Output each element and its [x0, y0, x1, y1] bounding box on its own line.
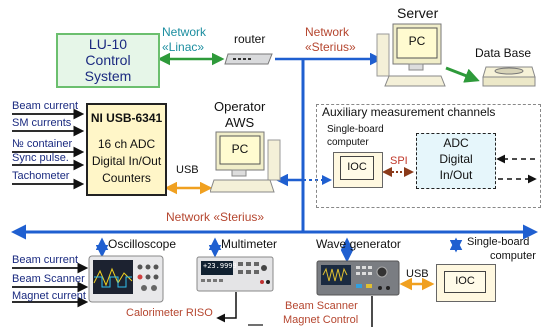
lu10-line2: Control	[85, 52, 131, 68]
ni-line3: Counters	[102, 171, 151, 185]
multimeter-title: Multimeter	[221, 237, 278, 251]
calorimeter-label: Calorimeter RISO	[126, 307, 213, 319]
oscilloscope-icon	[88, 255, 164, 303]
operator-line1: Operator	[214, 99, 266, 114]
network-sterius-top-2: «Sterius»	[305, 40, 356, 54]
aux-sbc-line2: computer	[327, 137, 369, 148]
ni-input-4: Sync pulse.	[12, 152, 69, 164]
osc-input-1: Beam current	[12, 254, 79, 266]
sbc-bottom-ioc-inner	[444, 271, 486, 293]
aux-ioc-label: IOC	[347, 161, 367, 173]
multimeter-display: +23.9999	[203, 262, 237, 270]
ni-line1: 16 ch ADC	[97, 137, 156, 151]
aux-adc-line2: Digital	[439, 152, 473, 166]
database-label: Data Base	[475, 46, 532, 60]
router-label: router	[234, 32, 266, 46]
server-computer-icon	[375, 22, 447, 88]
sbc-bottom-line1: Single-board	[467, 236, 530, 248]
network-linac-label-1: Network	[162, 25, 207, 39]
network-linac-label-2: «Linac»	[162, 40, 205, 54]
ni-input-1: Beam current	[12, 100, 79, 112]
lu10-line3: System	[84, 68, 132, 84]
router-icon	[224, 52, 274, 67]
ni-title: NI USB-6341	[90, 111, 163, 125]
oscilloscope-title: Oscilloscope	[108, 237, 177, 251]
server-title: Server	[397, 5, 439, 21]
ni-line2: Digital In/Out	[91, 154, 162, 168]
beam-scanner-control-2: Magnet Control	[283, 314, 359, 326]
sbc-bottom-ioc-label: IOC	[455, 275, 475, 287]
aux-ioc-inner	[340, 156, 374, 180]
operator-computer-icon	[209, 130, 282, 196]
ni-input-5: Tachometer	[12, 170, 70, 182]
operator-pc-label: PC	[231, 142, 249, 156]
wave-generator-title: Wave generator	[316, 237, 401, 251]
lu10-control-system-box	[56, 33, 160, 88]
osc-input-3: Magnet current	[12, 290, 86, 302]
ni-usb-6341-box	[86, 103, 167, 196]
network-sterius-bottom: Network «Sterius»	[166, 210, 265, 224]
aux-adc-box	[416, 133, 496, 189]
network-sterius-top-1: Network	[305, 25, 350, 39]
server-db-link	[445, 66, 480, 83]
osc-input-2: Beam Scanner	[12, 273, 85, 285]
ni-input-3: № container	[12, 138, 73, 150]
aux-sbc-line1: Single-board	[327, 124, 384, 135]
aux-adc-line1: ADC	[443, 136, 469, 150]
usb-left-label: USB	[176, 164, 199, 176]
beam-scanner-control-1: Beam Scanner	[285, 300, 358, 312]
sbc-bottom-line2: computer	[490, 250, 536, 262]
operator-line2: AWS	[225, 115, 255, 130]
lu10-line1: LU-10	[88, 36, 128, 52]
spi-label: SPI	[390, 155, 408, 167]
multimeter-icon	[196, 256, 274, 292]
aux-title: Auxiliary measurement channels	[322, 105, 496, 119]
aux-adc-line3: In/Out	[439, 168, 473, 182]
ni-input-2: SM currents	[12, 117, 72, 129]
server-pc-label: PC	[408, 34, 426, 48]
database-drive-icon	[480, 63, 536, 89]
wave-generator-icon	[316, 260, 400, 296]
usb-right-label: USB	[406, 268, 429, 280]
